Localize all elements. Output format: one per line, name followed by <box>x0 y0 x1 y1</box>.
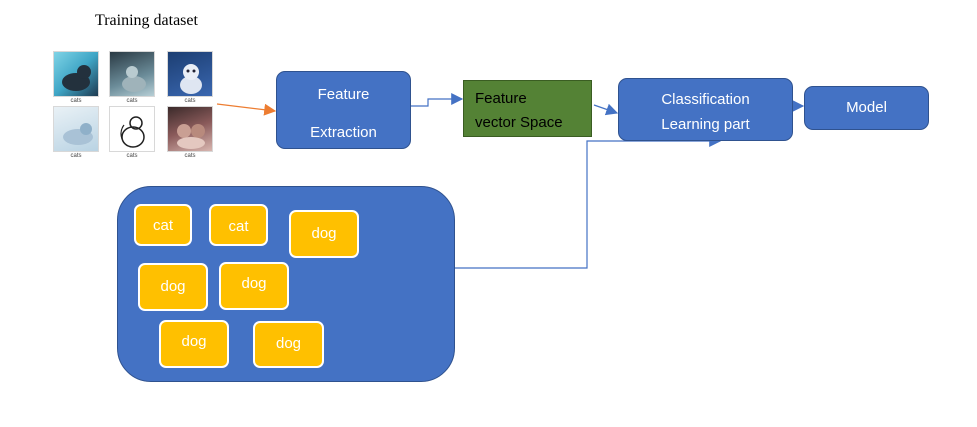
cat-image <box>167 51 213 97</box>
label-text: cat <box>228 218 249 235</box>
label-chip-dog: dog <box>289 210 359 258</box>
label-text: dog <box>241 275 267 292</box>
cat-thumbnail: cats <box>109 51 155 104</box>
feature-vector-line1: Feature <box>475 90 527 107</box>
thumbnail-caption: cats <box>70 98 82 104</box>
thumbnail-caption: cats <box>184 153 196 159</box>
cat-thumbnail: cats <box>53 51 99 104</box>
extraction-to-vector-connector <box>411 93 464 107</box>
cat-image <box>53 51 99 97</box>
model-box: Model <box>804 86 929 130</box>
training-dataset-title: Training dataset <box>95 12 198 29</box>
label-chip-cat: cat <box>134 204 192 246</box>
thumbnail-caption: cats <box>184 98 196 104</box>
cat-image <box>109 51 155 97</box>
cat-image <box>109 106 155 152</box>
feature-extraction-line2: Extraction <box>310 124 377 141</box>
label-chip-dog: dog <box>253 321 324 368</box>
classification-line1: Classification <box>661 91 750 108</box>
model-label: Model <box>846 99 887 116</box>
label-text: cat <box>152 217 173 234</box>
label-text: dog <box>181 333 207 350</box>
cat-thumbnail: cats <box>109 106 155 159</box>
feature-extraction-box: Feature Extraction <box>276 71 411 149</box>
label-text: dog <box>160 278 186 295</box>
cat-image <box>53 106 99 152</box>
cat-image <box>167 106 213 152</box>
label-text: dog <box>275 335 302 352</box>
cat-thumbnail: cats <box>53 106 99 159</box>
feature-vector-line2: vector Space <box>475 114 563 131</box>
label-chip-dog: dog <box>159 320 229 368</box>
classification-box: Classification Learning part <box>618 78 793 141</box>
feature-vector-space-box: Feature vector Space <box>463 80 592 137</box>
vector-to-classification-arrow <box>593 103 619 116</box>
dataset-to-extraction-arrow <box>216 103 277 116</box>
cat-thumbnail: cats <box>167 106 213 159</box>
feature-extraction-line1: Feature <box>317 86 370 103</box>
thumbnail-caption: cats <box>126 153 138 159</box>
classification-line2: Learning part <box>661 116 750 133</box>
label-text: dog <box>311 225 337 242</box>
thumbnail-caption: cats <box>126 98 138 104</box>
label-chip-cat: cat <box>209 204 268 246</box>
label-chip-dog: dog <box>138 263 208 311</box>
cat-thumbnail: cats <box>167 51 213 104</box>
label-chip-dog: dog <box>219 262 289 310</box>
thumbnail-caption: cats <box>70 153 82 159</box>
labels-to-classification-connector <box>455 135 722 269</box>
